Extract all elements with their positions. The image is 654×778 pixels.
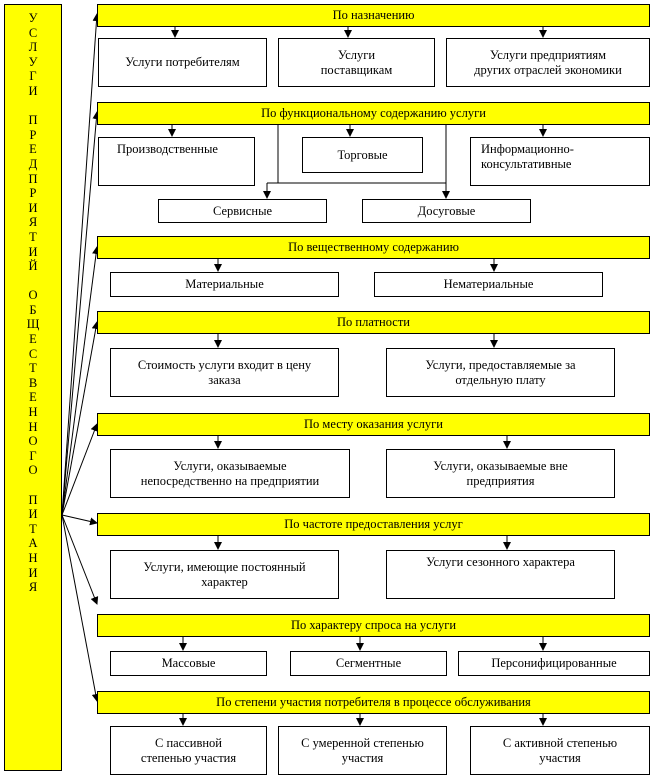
fan-line <box>61 514 100 702</box>
fan-line <box>61 13 101 516</box>
box-mass: Массовые <box>110 651 267 676</box>
fan-line <box>61 321 100 516</box>
box-consumers: Услуги потребителям <box>98 38 267 87</box>
header-functional: По функциональному содержанию услуги <box>97 102 650 125</box>
box-moderate: С умеренной степенью участия <box>278 726 447 775</box>
header-material: По вещественному содержанию <box>97 236 650 259</box>
box-off-premises: Услуги, оказываемые вне предприятия <box>386 449 615 498</box>
header-demand: По характеру спроса на услуги <box>97 614 650 637</box>
fan-line <box>61 423 99 516</box>
box-segment: Сегментные <box>290 651 447 676</box>
root-title: У С Л У Г И П Р Е Д П Р И Я Т И Й О Б Щ … <box>26 11 40 595</box>
fan-line <box>61 111 101 516</box>
box-permanent: Услуги, имеющие постоянный характер <box>110 550 339 599</box>
box-production: Производственные <box>98 137 255 186</box>
box-suppliers: Услуги поставщикам <box>278 38 435 87</box>
box-seasonal: Услуги сезонного характера <box>386 550 615 599</box>
header-payment: По платности <box>97 311 650 334</box>
box-separate-fee: Услуги, предоставляемые за отдельную пла… <box>386 348 615 397</box>
box-passive: С пассивной степенью участия <box>110 726 267 775</box>
box-material: Материальные <box>110 272 339 297</box>
box-info-consulting: Информационно- консультативные <box>470 137 650 186</box>
header-frequency: По частоте предоставления услуг <box>97 513 650 536</box>
box-service: Сервисные <box>158 199 327 223</box>
box-active: С активной степенью участия <box>470 726 650 775</box>
box-included-in-price: Стоимость услуги входит в цену заказа <box>110 348 339 397</box>
box-trade: Торговые <box>302 137 423 173</box>
box-nonmaterial: Нематериальные <box>374 272 603 297</box>
box-on-premises: Услуги, оказываемые непосредственно на п… <box>110 449 350 498</box>
bracket-line <box>277 124 447 184</box>
fan-line <box>61 246 101 516</box>
root-vertical-box: У С Л У Г И П Р Е Д П Р И Я Т И Й О Б Щ … <box>4 4 62 771</box>
box-other-enterprises: Услуги предприятиям других отраслей экон… <box>446 38 650 87</box>
box-personalized: Персонифицированные <box>458 651 650 676</box>
box-leisure: Досуговые <box>362 199 531 223</box>
fan-line <box>61 514 99 605</box>
header-place: По месту оказания услуги <box>97 413 650 436</box>
header-purpose: По назначению <box>97 4 650 27</box>
header-participation: По степени участия потребителя в процесс… <box>97 691 650 714</box>
fan-line <box>61 514 98 526</box>
